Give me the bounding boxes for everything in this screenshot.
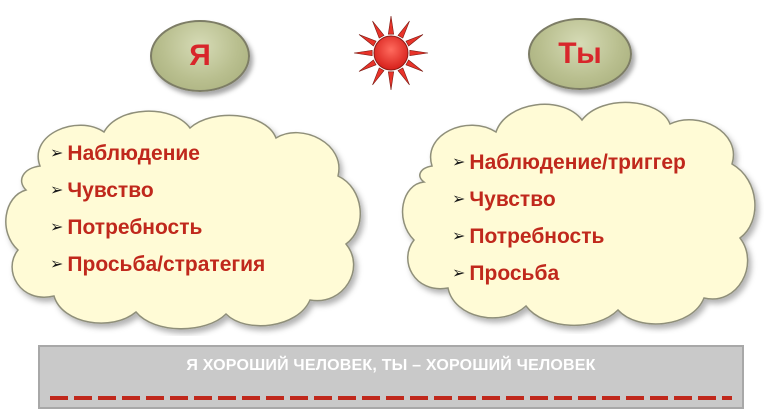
arrowhead-icon: ➢	[452, 191, 466, 208]
list-item: ➢Потребность	[50, 209, 265, 246]
sun-ray	[409, 49, 429, 57]
cloud-shape	[401, 101, 756, 327]
diagram: Я Ты ➢Наблюдение ➢Чувство ➢Потребность	[0, 15, 764, 409]
sun-ray	[405, 59, 424, 72]
arrowhead-icon: ➢	[50, 145, 64, 162]
banner: Я ХОРОШИЙ ЧЕЛОВЕК, ТЫ – ХОРОШИЙ ЧЕЛОВЕК	[38, 345, 744, 409]
sun-ray	[387, 71, 395, 91]
list-item: ➢Потребность	[452, 218, 686, 255]
me-oval: Я	[150, 20, 250, 92]
list-item: ➢Чувство	[50, 172, 265, 209]
arrowhead-icon: ➢	[50, 182, 64, 199]
arrowhead-icon: ➢	[452, 154, 466, 171]
sun-ray	[358, 34, 377, 47]
banner-cut-text	[50, 396, 732, 400]
cloud-shape	[5, 110, 361, 330]
list-item: ➢Наблюдение	[50, 135, 265, 172]
sun-ray	[372, 20, 385, 39]
arrowhead-icon: ➢	[452, 265, 466, 282]
sun-icon	[353, 15, 429, 91]
me-label: Я	[189, 39, 211, 72]
list-item: ➢Просьба/стратегия	[50, 246, 265, 283]
banner-text: Я ХОРОШИЙ ЧЕЛОВЕК, ТЫ – ХОРОШИЙ ЧЕЛОВЕК	[186, 357, 596, 374]
sun-ray	[353, 49, 373, 57]
sun-ray	[372, 67, 385, 86]
you-list: ➢Наблюдение/триггер ➢Чувство ➢Потребност…	[452, 144, 686, 292]
list-item: ➢Просьба	[452, 255, 686, 292]
list-item: ➢Наблюдение/триггер	[452, 144, 686, 181]
you-label: Ты	[558, 37, 602, 70]
sun-ray	[397, 67, 410, 86]
sun-ray	[405, 34, 424, 47]
list-item: ➢Чувство	[452, 181, 686, 218]
arrowhead-icon: ➢	[452, 228, 466, 245]
sun-ray	[397, 20, 410, 39]
sun-ray	[387, 15, 395, 35]
you-cloud: ➢Наблюдение/триггер ➢Чувство ➢Потребност…	[398, 84, 764, 334]
arrowhead-icon: ➢	[50, 219, 64, 236]
you-oval: Ты	[528, 18, 632, 90]
arrowhead-icon: ➢	[50, 256, 64, 273]
me-cloud: ➢Наблюдение ➢Чувство ➢Потребность ➢Прось…	[0, 104, 368, 336]
me-list: ➢Наблюдение ➢Чувство ➢Потребность ➢Прось…	[50, 135, 265, 283]
sun-ray	[358, 59, 377, 72]
